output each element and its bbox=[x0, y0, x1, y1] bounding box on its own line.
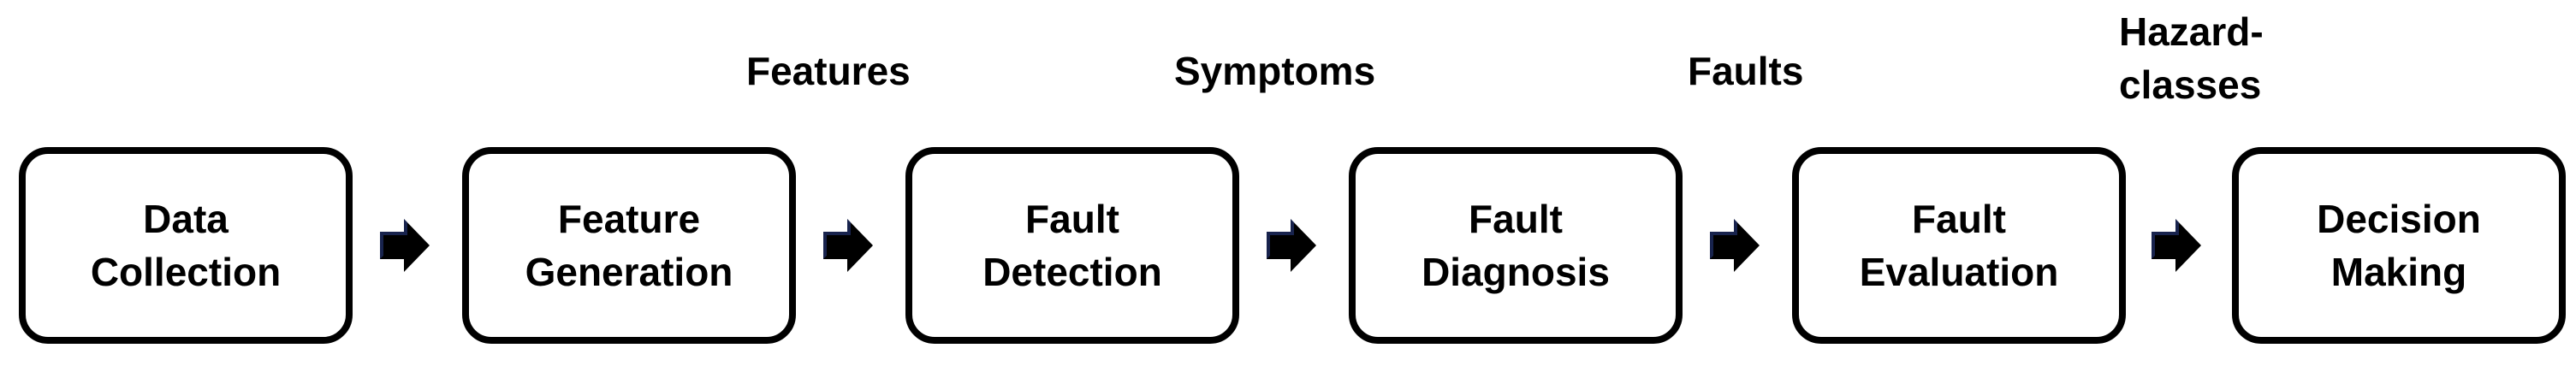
step-label: Fault Evaluation bbox=[1859, 197, 2059, 294]
step-decision-making: Decision Making bbox=[2232, 147, 2566, 344]
step-label: Feature Generation bbox=[525, 197, 733, 294]
right-arrow-icon bbox=[1708, 217, 1761, 274]
right-arrow-icon bbox=[1265, 217, 1318, 274]
edge-label-faults: Faults bbox=[1688, 49, 1804, 93]
edge-label-features: Features bbox=[746, 49, 911, 93]
right-arrow-icon bbox=[378, 217, 431, 274]
step-label: Fault Detection bbox=[982, 197, 1162, 294]
edge-label-hazard-classes: Hazard- classes bbox=[2119, 9, 2264, 107]
step-data-collection: Data Collection bbox=[19, 147, 353, 344]
edge-label-symptoms: Symptoms bbox=[1174, 49, 1376, 93]
step-fault-diagnosis: Fault Diagnosis bbox=[1349, 147, 1683, 344]
step-label: Fault Diagnosis bbox=[1422, 197, 1610, 294]
step-label: Data Collection bbox=[90, 197, 282, 294]
right-arrow-icon bbox=[822, 217, 875, 274]
right-arrow-icon bbox=[2150, 217, 2203, 274]
step-feature-generation: Feature Generation bbox=[462, 147, 796, 344]
step-label: Decision Making bbox=[2317, 197, 2481, 294]
step-fault-detection: Fault Detection bbox=[905, 147, 1239, 344]
step-fault-evaluation: Fault Evaluation bbox=[1792, 147, 2126, 344]
